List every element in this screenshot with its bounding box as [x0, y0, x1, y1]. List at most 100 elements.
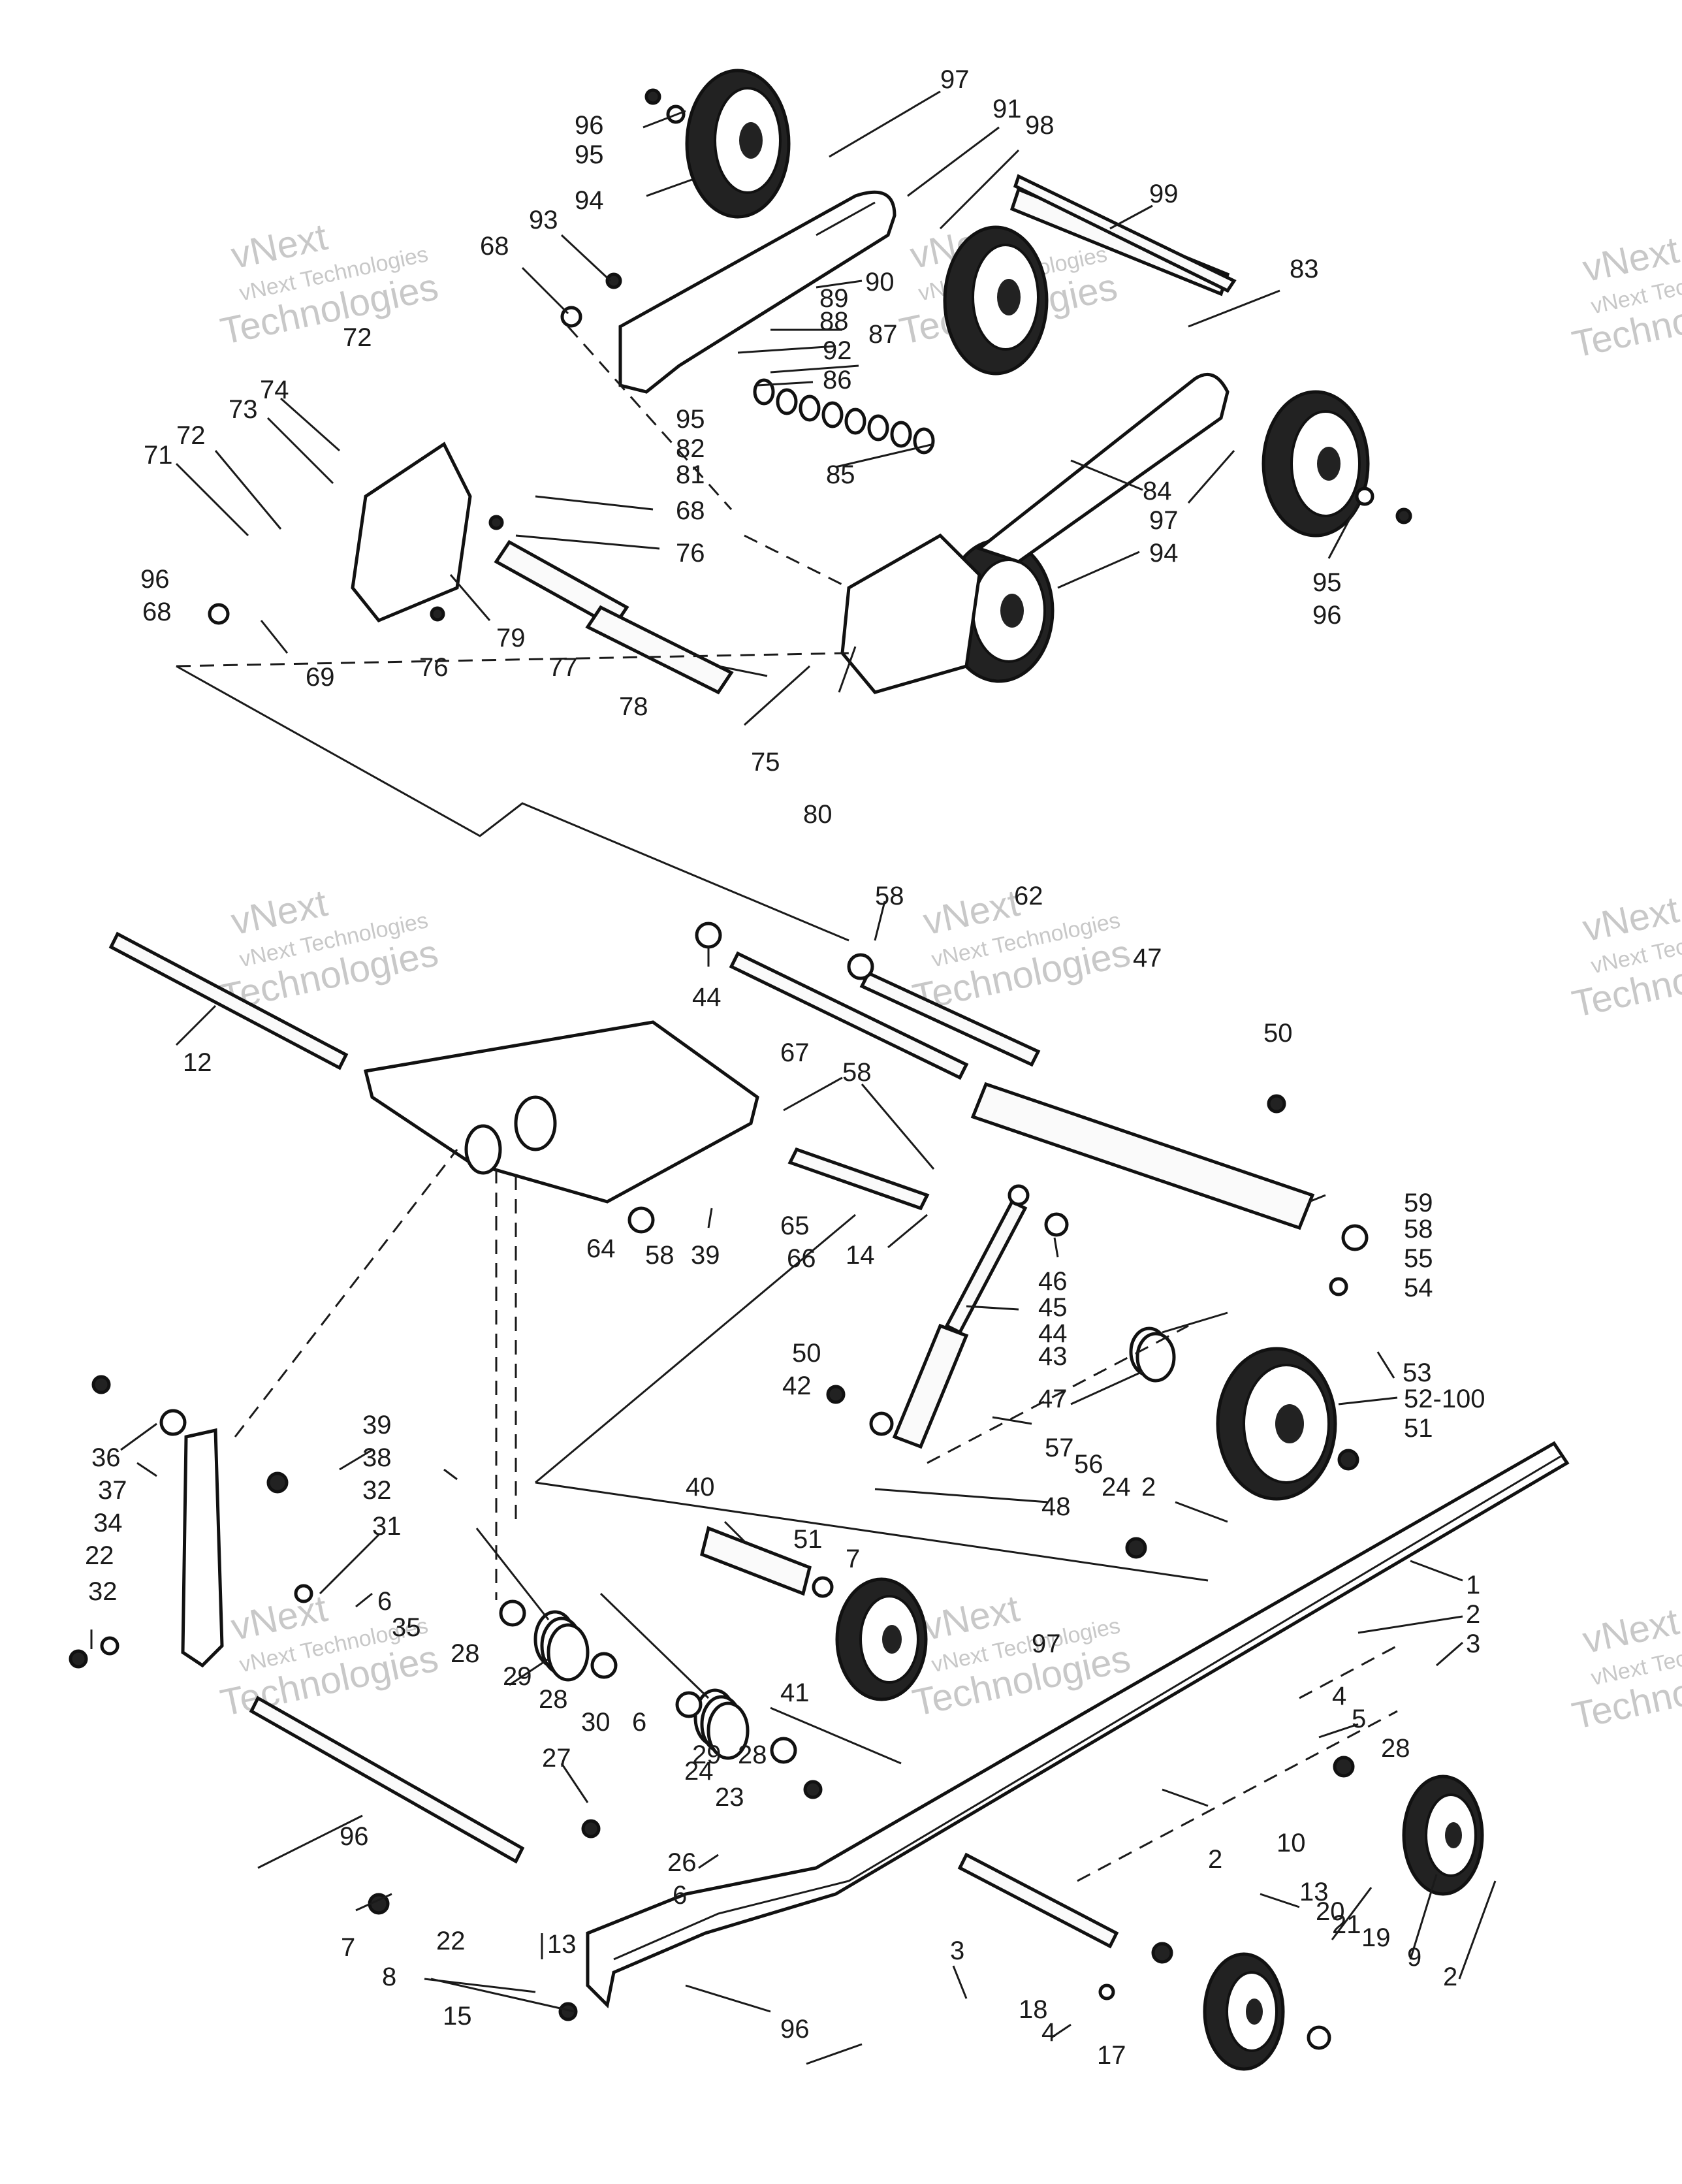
callout-label: 99 [1149, 180, 1179, 208]
callout-label: 64 [586, 1234, 616, 1263]
callout-label: 14 [846, 1241, 875, 1270]
torsion-spring [599, 1592, 750, 1760]
nut-93 [605, 272, 622, 289]
callout-label: 6 [673, 1881, 687, 1910]
callout-label: 35 [392, 1613, 421, 1642]
callout-label: 86 [823, 366, 852, 394]
washer-13 [1307, 2025, 1331, 2050]
watermark: vNext vNext Technologies Technologies [217, 882, 442, 1019]
idler-wheel [685, 69, 791, 219]
bushing-68 [208, 603, 230, 625]
watermark: vNext vNext Technologies Technologies [1568, 888, 1682, 1025]
callout-label: 96 [1312, 601, 1342, 630]
callout-label: 89 [819, 284, 849, 313]
callout-label: 72 [176, 421, 206, 450]
callout-label: 7 [341, 1933, 355, 1962]
washer-32 [100, 1636, 119, 1656]
upper-arm [618, 190, 897, 394]
axle-99 [1013, 174, 1237, 293]
callout-label: 68 [676, 496, 705, 525]
nut-6 [1151, 1942, 1173, 1964]
callout-label: 50 [1263, 1019, 1293, 1048]
callout-label: 96 [575, 111, 604, 140]
idler-wheel [1203, 1952, 1285, 2071]
callout-label: 93 [529, 206, 558, 234]
callout-label: 13 [547, 1930, 577, 1959]
right-arm [976, 372, 1230, 564]
callout-label: 58 [842, 1058, 872, 1087]
washer-95 [1355, 487, 1374, 506]
lower-assembly [69, 922, 1570, 2071]
bolt-96 [1395, 507, 1412, 524]
callout-label: 91 [992, 95, 1022, 123]
idler-wheel [943, 225, 1049, 376]
callout-label: 3 [1466, 1630, 1480, 1658]
callout-label: 5 [1352, 1705, 1366, 1733]
shaft-62 [859, 971, 1041, 1067]
callout-label: 96 [140, 565, 170, 594]
callout-label: 82 [676, 434, 705, 463]
callout-label: 28 [539, 1685, 568, 1714]
callout-label: 29 [503, 1662, 532, 1691]
right-bracket [840, 533, 981, 694]
upper-arm-slot [816, 201, 876, 236]
large-idler-wheel [1216, 1347, 1337, 1501]
callout-label: 58 [1404, 1215, 1433, 1244]
torsion-spring [1070, 1311, 1228, 1405]
callout-label: 54 [1404, 1274, 1433, 1302]
callout-label: 80 [803, 800, 833, 829]
callout-label: 2 [1141, 1473, 1156, 1502]
watermark: vNext vNext Technologies Technologies [1568, 229, 1682, 366]
callout-label: 65 [780, 1212, 810, 1240]
idler-wheel [1402, 1774, 1484, 1896]
callout-label: 4 [1332, 1682, 1346, 1710]
shaft-67 [729, 951, 969, 1080]
callout-label: 51 [1404, 1414, 1433, 1443]
callout-label: 20 [1316, 1897, 1345, 1926]
callout-label: 67 [780, 1038, 810, 1067]
callout-label: 58 [875, 882, 904, 910]
nut-76 [488, 515, 504, 530]
callout-label: 44 [692, 983, 722, 1012]
callout-label: 28 [1381, 1734, 1410, 1763]
bushing-58 [847, 953, 874, 980]
callout-label: 57 [1045, 1434, 1074, 1462]
callout-label: 44 [1038, 1319, 1068, 1348]
callout-label: 22 [85, 1541, 114, 1570]
callout-label: 97 [1032, 1630, 1061, 1658]
spring-stack [753, 378, 935, 455]
callout-label: 24 [1102, 1473, 1131, 1502]
bushing-44 [695, 922, 722, 949]
left-bracket [351, 442, 472, 623]
callout-label: 56 [1074, 1450, 1103, 1479]
idler-wheel [835, 1577, 928, 1701]
callout-label: 71 [144, 441, 173, 470]
roller-40 [700, 1526, 812, 1596]
callout-label: 39 [362, 1411, 392, 1439]
nut-38 [266, 1471, 289, 1494]
callout-label: 76 [676, 539, 705, 568]
callout-label: 24 [684, 1757, 714, 1786]
callout-label: 21 [1332, 1910, 1361, 1939]
bushing-28 [770, 1737, 797, 1764]
callout-label: 40 [686, 1473, 715, 1502]
indicator-lines-upper [176, 326, 849, 942]
nut-76 [430, 606, 445, 622]
callout-label: 52-100 [1404, 1385, 1485, 1413]
callout-label: 42 [782, 1372, 812, 1400]
slide-rail [586, 1441, 1570, 2009]
callout-label: 34 [93, 1509, 123, 1537]
callout-label: 95 [676, 405, 705, 434]
nut-24 [581, 1819, 601, 1839]
callout-label: 87 [868, 320, 898, 349]
callout-label: 36 [91, 1443, 121, 1472]
callout-label: 47 [1038, 1385, 1068, 1413]
washer-54 [1329, 1277, 1348, 1296]
callout-label: 7 [846, 1545, 860, 1573]
callout-label: 17 [1097, 2041, 1126, 2070]
rod-23 [249, 1695, 525, 1864]
callout-label: 73 [229, 395, 258, 424]
watermark: vNext vNext Technologies Technologies [217, 216, 442, 353]
callout-label: 30 [581, 1708, 611, 1737]
callout-label: 69 [306, 663, 335, 692]
